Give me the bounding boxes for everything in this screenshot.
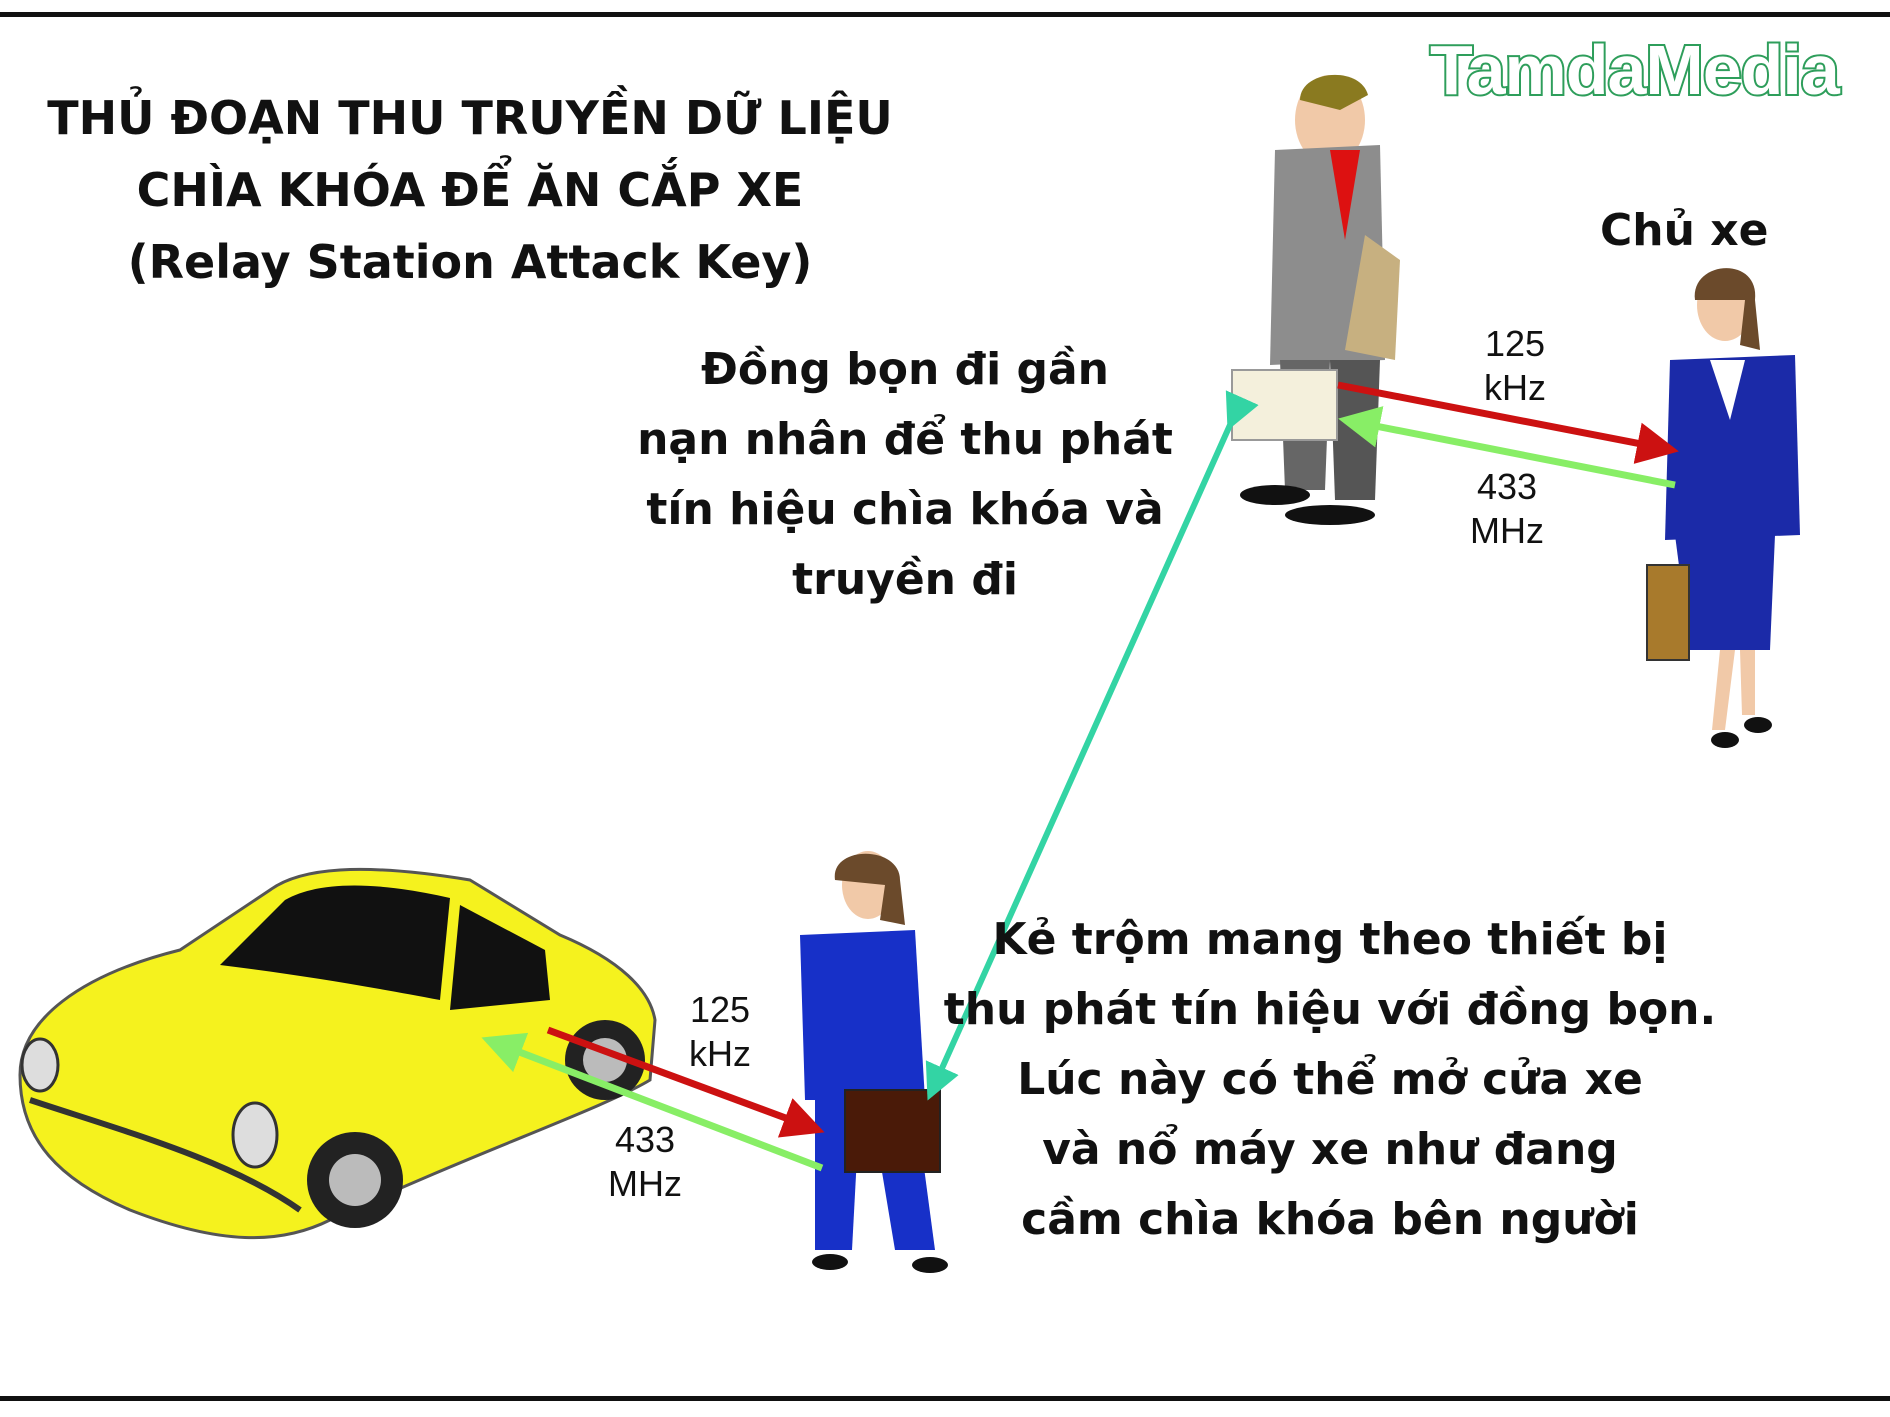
- title-line-2: CHÌA KHÓA ĐỂ ĂN CẮP XE: [136, 163, 804, 217]
- brand-logo: TamdaMedia: [1428, 29, 1842, 111]
- owner-label: Chủ xe: [1600, 205, 1769, 256]
- title-line-3: (Relay Station Attack Key): [127, 235, 813, 289]
- lf-arrow-bottom: [546, 1026, 825, 1138]
- accomplice-line-1: Đồng bọn đi gần: [700, 344, 1109, 395]
- relay-device-briefcase: [1231, 369, 1338, 441]
- accomplice-line-4: truyền đi: [792, 554, 1018, 605]
- owner-figure: [1646, 268, 1800, 748]
- thief-line-3: Lúc này có thể mở cửa xe: [1017, 1054, 1643, 1105]
- thief-description: Kẻ trộm mang theo thiết bị thu phát tín …: [905, 905, 1755, 1255]
- title-line-1: THỦ ĐOẠN THU TRUYỀN DỮ LIỆU: [47, 91, 893, 145]
- thief-line-1: Kẻ trộm mang theo thiết bị: [992, 914, 1668, 965]
- freq-uhf-top-value: 433: [1476, 466, 1538, 507]
- relay-arrow: [925, 390, 1259, 1101]
- accomplice-line-2: nạn nhân để thu phát: [637, 414, 1173, 465]
- thief-line-2: thu phát tín hiệu với đồng bọn.: [943, 984, 1717, 1035]
- freq-lf-bottom: 125 kHz: [675, 988, 765, 1076]
- freq-uhf-bottom: 433 MHz: [600, 1118, 690, 1206]
- freq-lf-top-unit: kHz: [1484, 367, 1546, 408]
- freq-uhf-bottom-unit: MHz: [608, 1163, 682, 1204]
- relay-device-case: [844, 1089, 941, 1173]
- freq-lf-bottom-unit: kHz: [689, 1033, 751, 1074]
- accomplice-description: Đồng bọn đi gần nạn nhân để thu phát tín…: [620, 335, 1190, 615]
- car-illustration: [18, 867, 657, 1240]
- diagram-title: THỦ ĐOẠN THU TRUYỀN DỮ LIỆU CHÌA KHÓA ĐỂ…: [30, 82, 910, 298]
- uhf-arrow-bottom: [481, 1032, 824, 1172]
- lf-arrow-top: [1337, 381, 1679, 464]
- top-rule: [0, 12, 1890, 17]
- freq-uhf-bottom-value: 433: [614, 1119, 676, 1160]
- thief-figure: [800, 851, 948, 1273]
- bottom-rule: [0, 1396, 1890, 1401]
- uhf-arrow-top: [1338, 406, 1676, 489]
- freq-uhf-top: 433 MHz: [1462, 465, 1552, 553]
- freq-uhf-top-unit: MHz: [1470, 510, 1544, 551]
- freq-lf-bottom-value: 125: [689, 989, 751, 1030]
- thief-line-4: và nổ máy xe như đang: [1042, 1124, 1618, 1175]
- freq-lf-top: 125 kHz: [1470, 322, 1560, 410]
- accomplice-line-3: tín hiệu chìa khóa và: [646, 484, 1164, 535]
- accomplice-figure: [1231, 74, 1400, 525]
- thief-line-5: cầm chìa khóa bên người: [1021, 1194, 1639, 1245]
- freq-lf-top-value: 125: [1484, 323, 1546, 364]
